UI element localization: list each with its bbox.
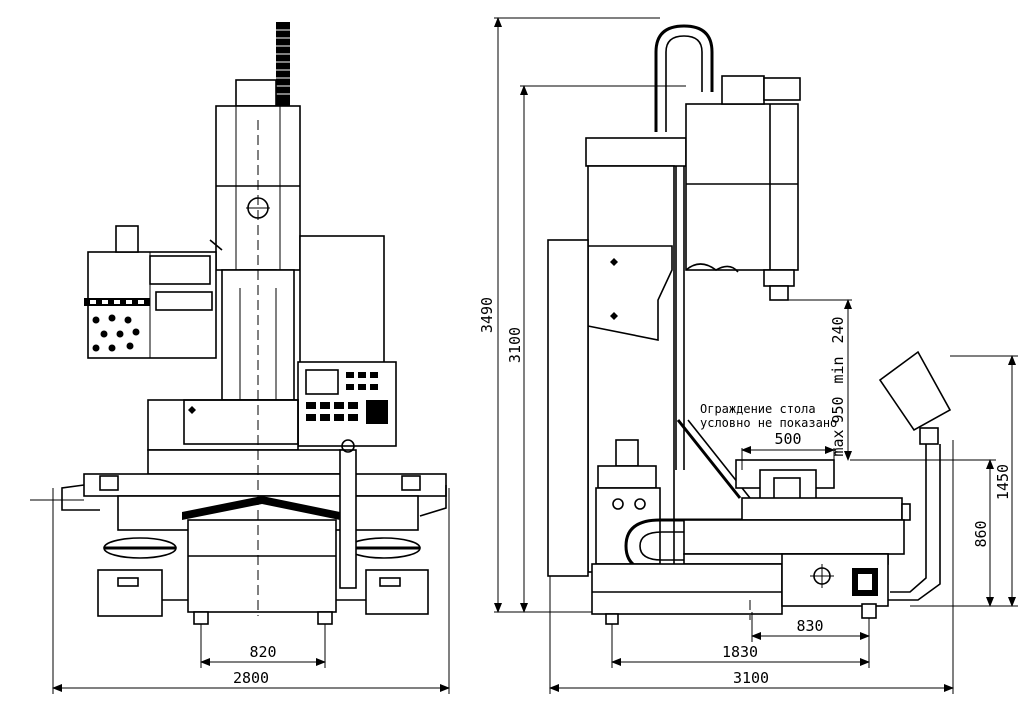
work-table [83, 473, 447, 497]
dim-240-label: 240 [829, 316, 847, 343]
rear-cabinet [299, 235, 385, 367]
front-dimensions: 820 2800 [52, 488, 450, 694]
dim-1830-label: 1830 [722, 643, 758, 661]
cable-arch [654, 24, 714, 132]
dim-3490-label: 3490 [478, 297, 496, 333]
note-line-1: Ограждение стола [700, 402, 816, 416]
side-view [547, 24, 952, 625]
note-line-2: условно не показано [700, 416, 837, 430]
coolant-pipe [339, 449, 357, 589]
bellows-cover [182, 496, 340, 520]
dim-max-label: max [829, 429, 847, 456]
control-screen [305, 369, 339, 395]
side-base [591, 563, 783, 615]
dim-820-label: 820 [249, 643, 276, 661]
motor-cap [235, 79, 277, 107]
left-foot-block [97, 569, 163, 617]
dim-2800-label: 2800 [233, 669, 269, 687]
side-dimensions: 3490 3100 240 min 950 max 500 1450 860 8… [478, 17, 1018, 694]
dim-860-label: 860 [972, 520, 990, 547]
right-foot-block [365, 569, 429, 615]
dim-830-label: 830 [796, 617, 823, 635]
dim-min-label: min [829, 356, 847, 383]
machine-base [187, 519, 337, 613]
side-spindle [769, 285, 789, 301]
saddle [147, 399, 299, 451]
side-headstock [685, 103, 799, 271]
dim-3100-height-label: 3100 [506, 327, 524, 363]
dim-950-label: 950 [829, 396, 847, 423]
dim-3100-width-label: 3100 [733, 669, 769, 687]
dim-500-label: 500 [774, 430, 801, 448]
rear-panel [547, 239, 589, 577]
coolant-arm-head [878, 350, 952, 432]
side-saddle [683, 519, 905, 555]
dim-1450-label: 1450 [994, 464, 1012, 500]
front-view [30, 22, 447, 625]
cable-chain-top [276, 22, 290, 106]
